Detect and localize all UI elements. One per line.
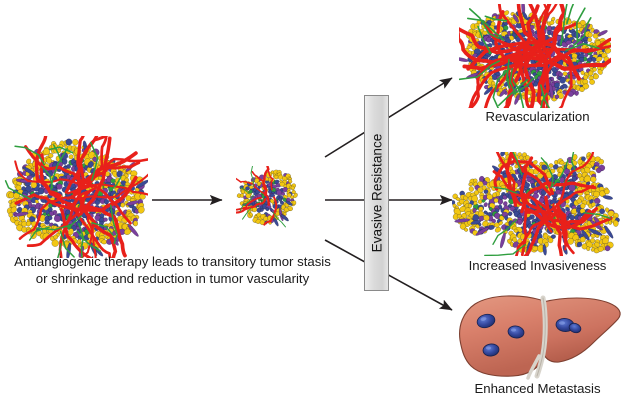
tumor-graphic — [236, 166, 298, 228]
liver-with-metastases — [455, 288, 627, 382]
label-revascularization: Revascularization — [485, 109, 590, 124]
tumor-vasculature — [459, 4, 611, 108]
evasive-resistance-box: Evasive Resistance — [364, 95, 389, 291]
tumor-vasculature — [236, 166, 286, 228]
main-caption-line-2: or shrinkage and reduction in tumor vasc… — [35, 271, 310, 286]
revascularized-tumor — [459, 4, 611, 108]
tumor-graphic — [452, 152, 620, 256]
liver-graphic — [459, 295, 621, 380]
small-avascular-tumor — [236, 166, 300, 228]
large-vascularized-tumor — [4, 136, 148, 258]
tumor-graphic — [459, 4, 611, 108]
tumor-rim-cells — [236, 169, 298, 227]
tumor-vasculature — [484, 152, 613, 256]
main-caption: Antiangiogenic therapy leads to transito… — [0, 253, 345, 287]
evasive-resistance-label: Evasive Resistance — [369, 133, 384, 253]
tumor-rim-cells — [452, 152, 620, 256]
tumor-vasculature — [4, 136, 148, 258]
invasive-tumor — [452, 152, 624, 256]
main-caption-line-1: Antiangiogenic therapy leads to transito… — [14, 254, 331, 269]
label-increased-invasiveness: Increased Invasiveness — [468, 258, 607, 273]
label-enhanced-metastasis: Enhanced Metastasis — [474, 381, 601, 396]
tumor-graphic — [4, 136, 148, 258]
